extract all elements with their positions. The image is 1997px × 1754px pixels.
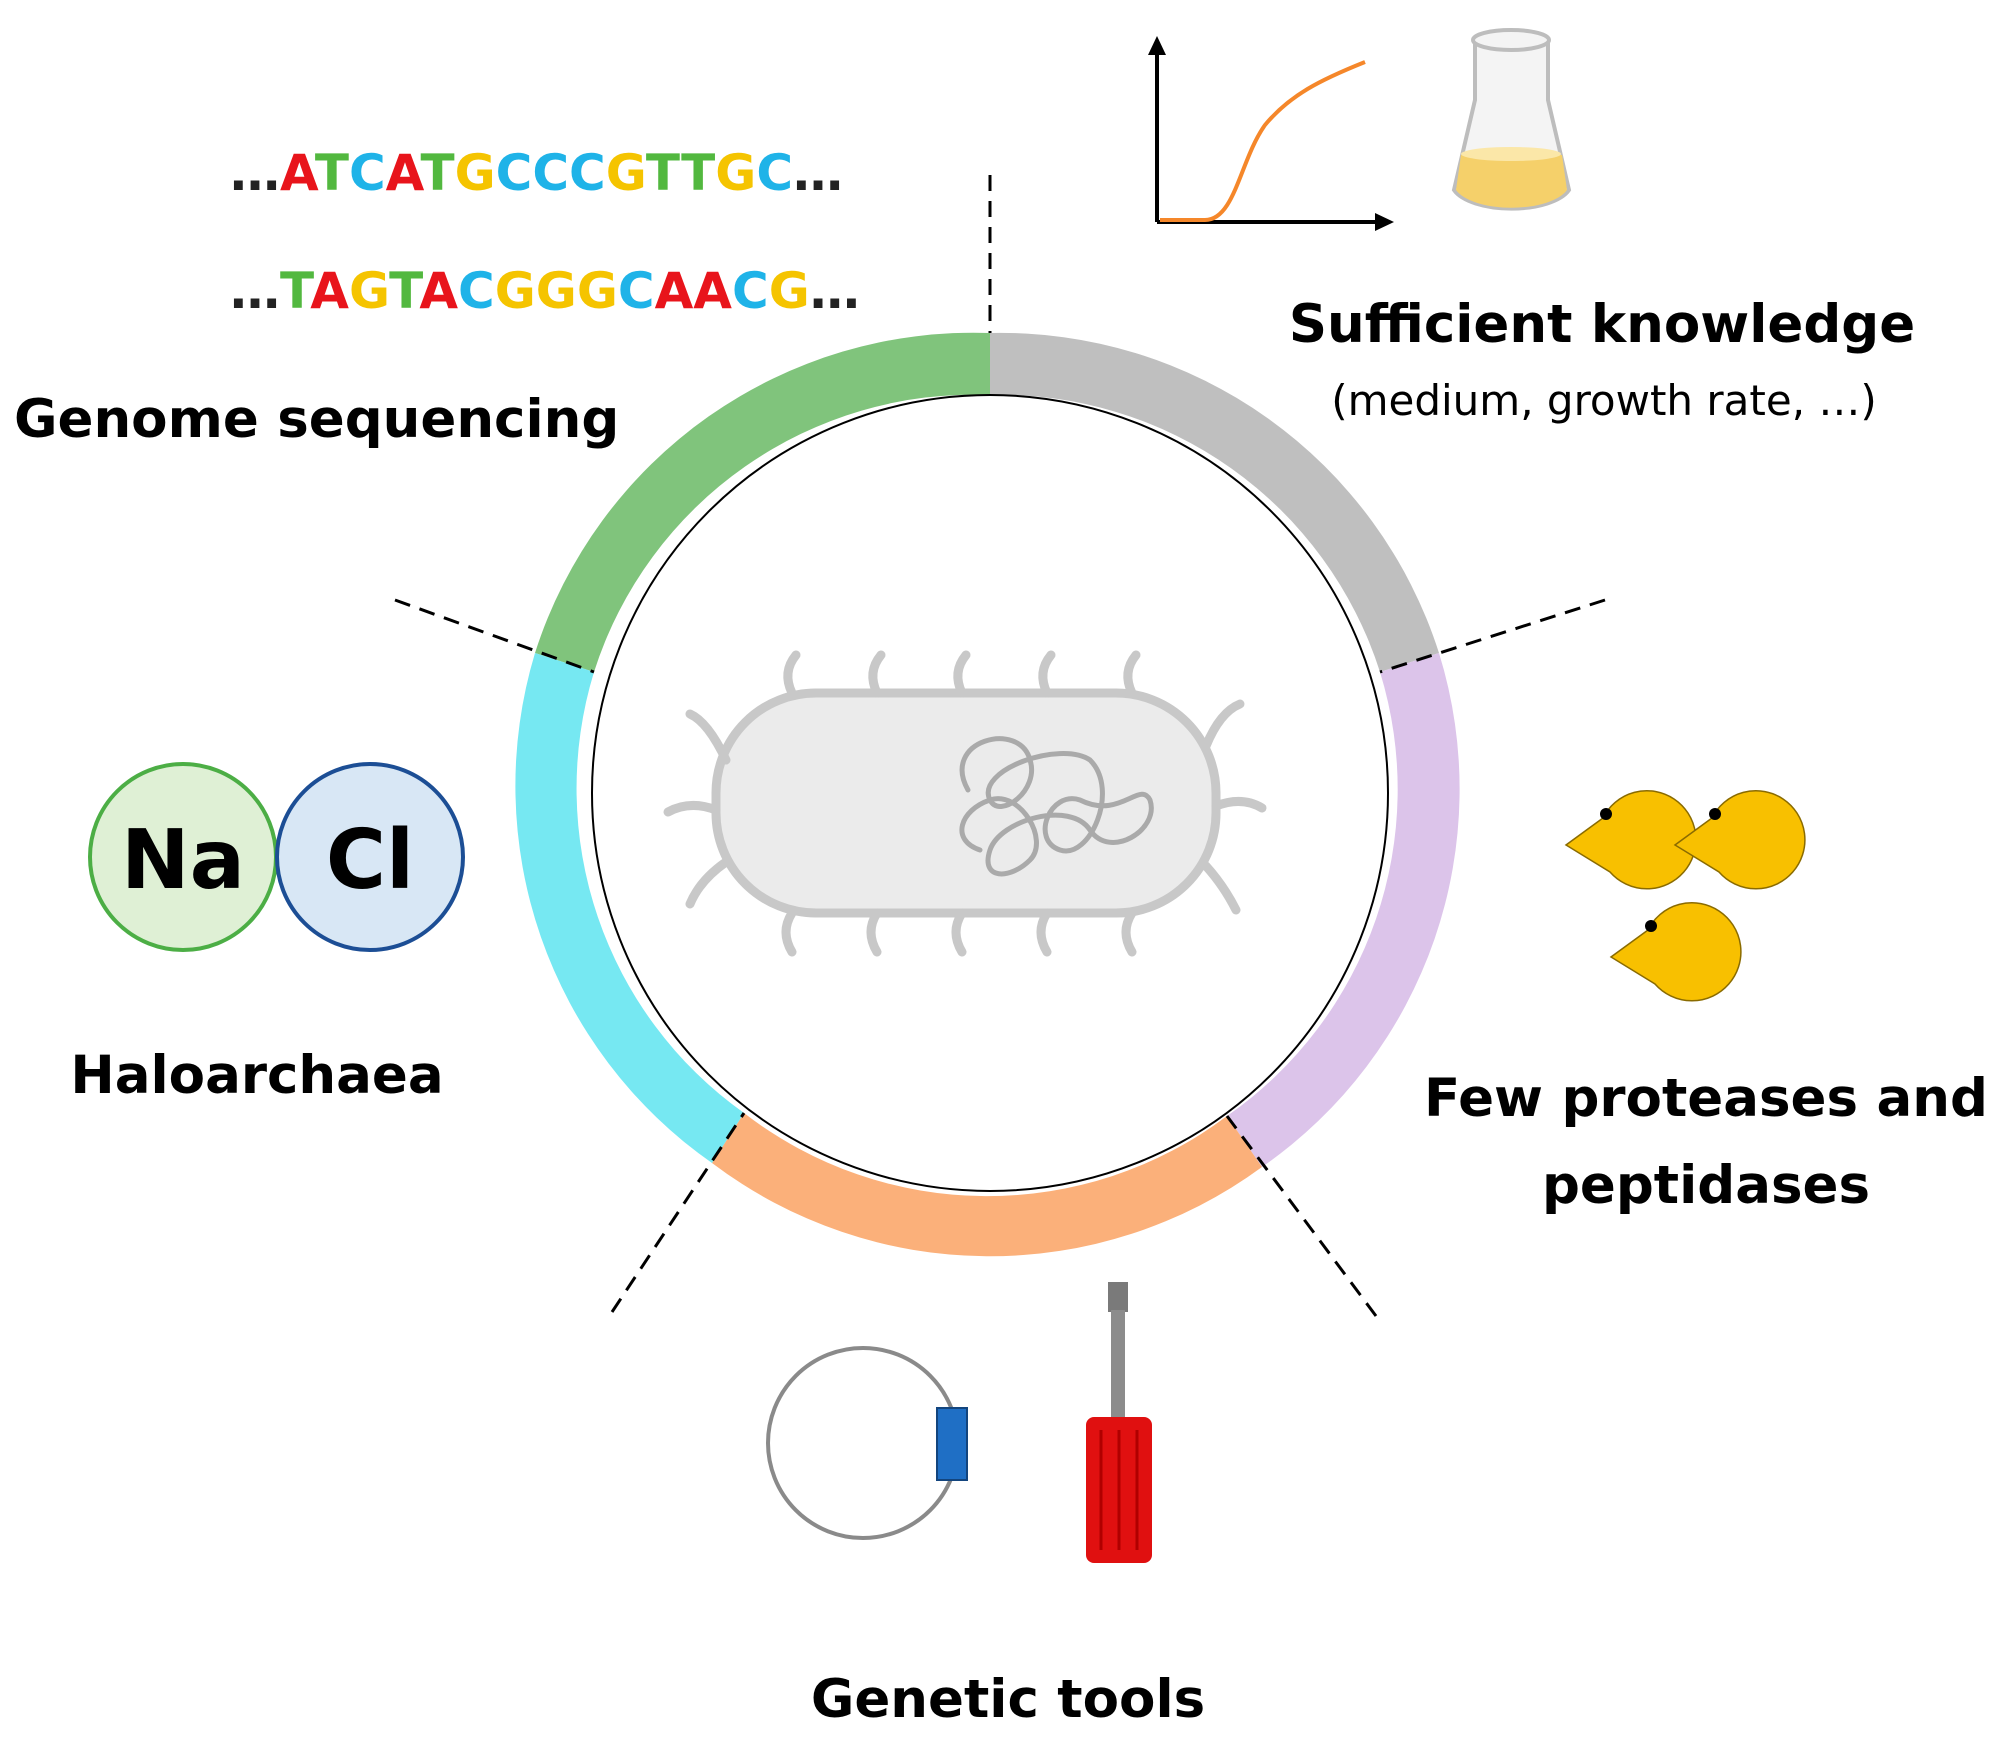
erlenmeyer-flask-icon — [1451, 28, 1572, 211]
nucleotide-C: C — [732, 262, 769, 320]
label-proteases-line2: peptidases — [1542, 1155, 1870, 1216]
nucleotide-C: C — [756, 144, 793, 202]
separator-upper-left — [394, 598, 595, 674]
nucleotide-G: G — [577, 262, 618, 320]
label-sufficient-knowledge: Sufficient knowledge — [1289, 294, 1915, 355]
sequence-ellipsis: … — [230, 262, 280, 320]
ring-segment-genome-sequencing — [535, 332, 990, 672]
ring-segment-genetic-tools — [712, 1113, 1262, 1257]
nucleotide-T: T — [646, 144, 681, 202]
nucleotide-A: A — [419, 262, 458, 320]
nucleotide-G: G — [715, 144, 756, 202]
pacman-3 — [1609, 902, 1742, 1002]
sequence-bottom: …TAGTACGGGCAACG… — [230, 262, 860, 320]
sodium-chloride-icon: Na Cl — [88, 762, 465, 952]
ring-segment-haloarchaea — [515, 653, 744, 1163]
sequence-ellipsis: … — [230, 144, 280, 202]
chloride-circle — [275, 762, 465, 952]
sodium-label: Na — [121, 813, 245, 908]
sequence-ellipsis: … — [810, 262, 860, 320]
label-proteases-line1: Few proteases and — [1424, 1068, 1988, 1129]
protease-pacman-icon — [1564, 790, 1806, 1002]
pacman-1 — [1564, 790, 1697, 890]
screwdriver-shaft — [1111, 1310, 1125, 1418]
nucleotide-C: C — [569, 144, 606, 202]
sequence-ellipsis: … — [793, 144, 843, 202]
nucleotide-G: G — [769, 262, 810, 320]
nucleotide-T: T — [389, 262, 423, 320]
label-haloarchaea: Haloarchaea — [70, 1045, 443, 1106]
nucleotide-T: T — [280, 262, 314, 320]
nucleotide-G: G — [349, 262, 389, 320]
nucleotide-C: C — [618, 262, 655, 320]
nucleotide-C: C — [349, 144, 386, 202]
dna-sequence-icon: …ATCATGCCCGTTGC… …TAGTACGGGCAACG… — [230, 144, 860, 320]
nucleotide-A: A — [386, 144, 425, 202]
separator-lower-right — [1225, 1115, 1378, 1317]
ring-segment-proteases — [1227, 653, 1460, 1167]
nucleotide-T: T — [315, 144, 349, 202]
separator-upper-right — [1379, 598, 1606, 674]
nucleotide-C: C — [496, 144, 533, 202]
nucleotide-G: G — [495, 262, 536, 320]
ring-segment-sufficient-knowledge — [990, 332, 1439, 672]
chloride-label: Cl — [326, 813, 414, 908]
cell-body — [711, 688, 1221, 918]
label-genome-sequencing: Genome sequencing — [14, 389, 619, 450]
nucleotide-A: A — [655, 262, 694, 320]
screwdriver-tip — [1108, 1282, 1128, 1312]
nucleotide-C: C — [458, 262, 495, 320]
label-genetic-tools: Genetic tools — [811, 1669, 1205, 1730]
screwdriver-icon — [1086, 1282, 1152, 1563]
pacman-2 — [1673, 790, 1806, 890]
nucleotide-A: A — [280, 144, 319, 202]
nucleotide-T: T — [681, 144, 715, 202]
nucleotide-C: C — [532, 144, 569, 202]
nucleotide-G: G — [536, 262, 577, 320]
sequence-top: …ATCATGCCCGTTGC… — [230, 144, 843, 202]
archaeon-cell-icon — [663, 650, 1267, 957]
nucleotide-T: T — [420, 144, 454, 202]
separator-lower-left — [610, 1112, 746, 1313]
growth-curve-icon — [1148, 36, 1394, 231]
growth-curve-line — [1160, 60, 1366, 222]
nucleotide-G: G — [606, 144, 646, 202]
nucleotide-G: G — [455, 144, 496, 202]
plasmid-insert — [936, 1407, 968, 1481]
dashed-separators — [394, 175, 1606, 1317]
nucleotide-A: A — [310, 262, 349, 320]
nucleotide-A: A — [693, 262, 732, 320]
label-sufficient-knowledge-sub: (medium, growth rate, …) — [1331, 376, 1877, 425]
plasmid-icon — [766, 1346, 968, 1540]
